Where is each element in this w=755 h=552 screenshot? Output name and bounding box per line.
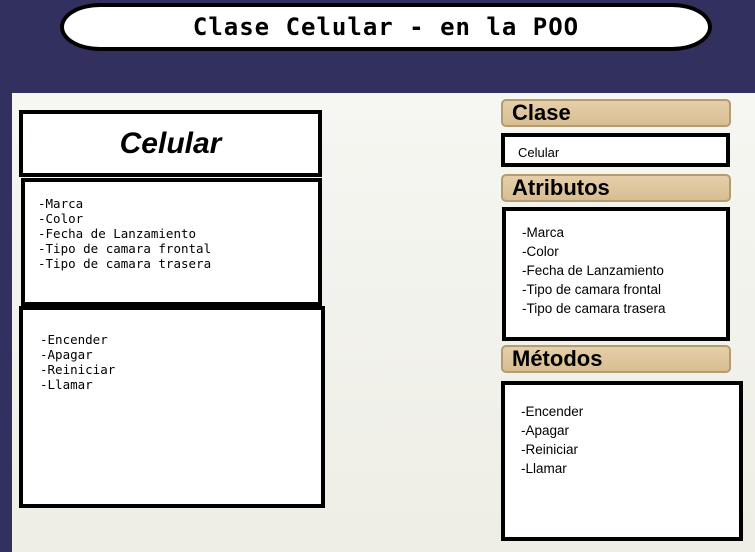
uml-attribute: -Fecha de Lanzamiento [38,226,197,241]
method-item: -Llamar [521,461,567,476]
attribute-item: -Fecha de Lanzamiento [522,263,664,278]
attribute-item: -Color [522,244,559,259]
method-item: -Apagar [521,423,570,438]
methods-header-label: Métodos [512,346,603,371]
attribute-item: -Tipo de camara frontal [522,282,662,297]
uml-attribute: -Color [38,211,84,226]
class-header: Clase [501,99,731,127]
uml-methods-box: -Encender -Apagar -Reiniciar -Llamar [19,306,325,508]
method-item: -Reiniciar [521,442,579,457]
page-title: Clase Celular - en la POO [192,13,580,41]
class-value-box: Celular [501,133,730,167]
attribute-item: -Tipo de camara trasera [522,301,666,316]
uml-method: -Apagar [40,347,93,362]
method-item: -Encender [521,404,584,419]
uml-method: -Encender [40,332,108,347]
uml-attribute: -Marca [38,196,84,211]
uml-class-name-box: Celular [19,110,322,177]
uml-attribute: -Tipo de camara trasera [38,256,212,271]
attribute-item: -Marca [522,225,565,240]
attributes-header-label: Atributos [512,175,610,200]
uml-method: -Llamar [40,377,93,392]
attributes-list-box: -Marca -Color -Fecha de Lanzamiento -Tip… [502,207,730,341]
title-banner: Clase Celular - en la POO [60,3,712,51]
uml-attributes-box: -Marca -Color -Fecha de Lanzamiento -Tip… [21,178,322,306]
uml-attribute: -Tipo de camara frontal [38,241,212,256]
attributes-header: Atributos [501,174,731,202]
uml-class-name: Celular [119,126,222,160]
class-header-label: Clase [512,100,571,125]
methods-header: Métodos [501,345,731,373]
uml-method: -Reiniciar [40,362,116,377]
class-value: Celular [518,145,560,160]
methods-list-box: -Encender -Apagar -Reiniciar -Llamar [501,381,743,541]
